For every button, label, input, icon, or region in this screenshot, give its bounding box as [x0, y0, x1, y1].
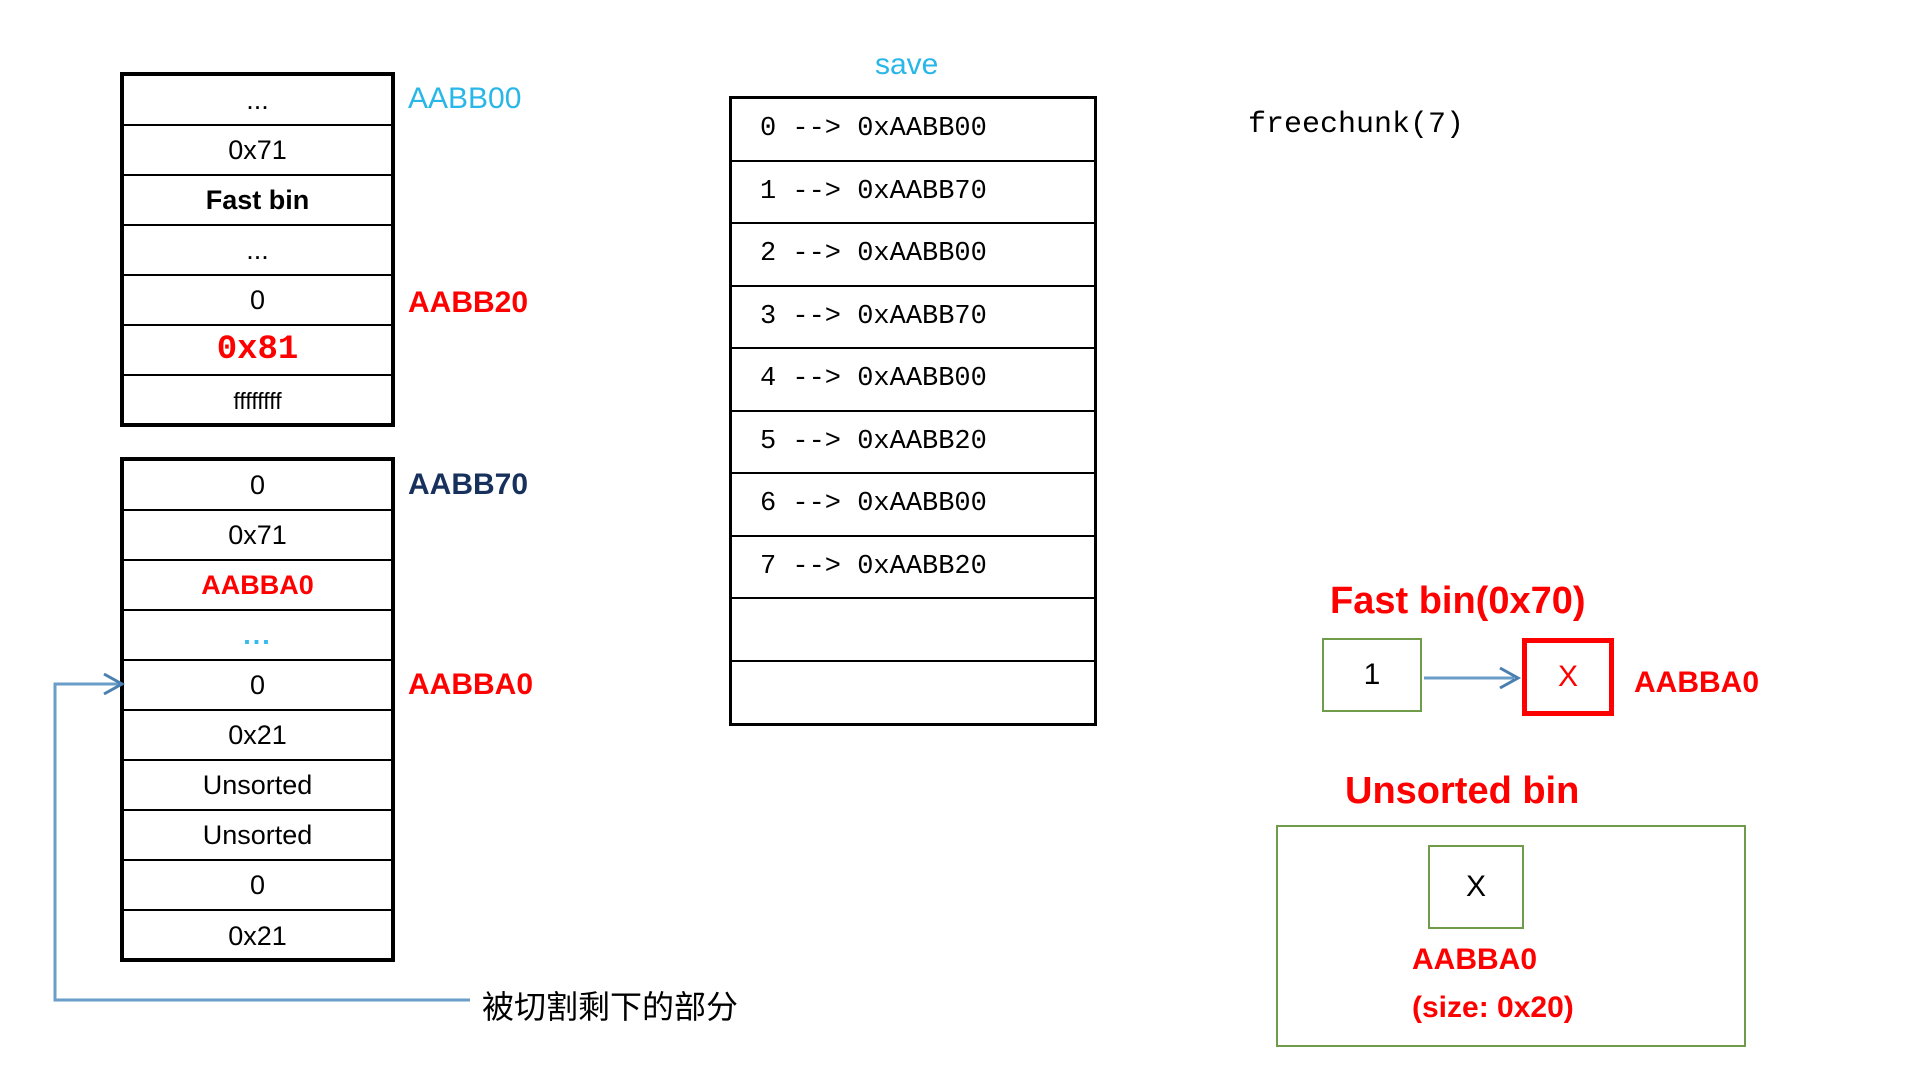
memory-chunk-row: Unsorted	[124, 761, 391, 811]
memory-chunk-row: 0x81	[124, 326, 391, 376]
unsorted-bin-title: Unsorted bin	[1345, 770, 1580, 812]
memory-chunk-row: 0x21	[228, 920, 287, 951]
memory-chunk-row: 0x71	[124, 511, 391, 561]
address-label-aabba0: AABBA0	[408, 668, 534, 701]
memory-chunk-row: 0x21	[124, 711, 391, 761]
fast-bin-chunk-box: X	[1522, 638, 1614, 716]
unsorted-bin-address-label: AABBA0	[1412, 943, 1538, 976]
memory-chunk-row: 0	[124, 861, 391, 911]
save-table-title: save	[875, 48, 939, 81]
save-table-row: 5 --> 0xAABB20	[732, 412, 1094, 474]
save-table-row: 3 --> 0xAABB70	[732, 287, 1094, 349]
memory-chunk-row: AABBA0	[124, 561, 391, 611]
memory-chunk-row: 0x71	[124, 126, 391, 176]
save-table-row: 6 --> 0xAABB00	[732, 474, 1094, 537]
memory-chunk-row: ...	[124, 611, 391, 661]
save-table-row: 7 --> 0xAABB20	[732, 537, 1094, 599]
fast-bin-index-box: 1	[1322, 638, 1422, 712]
freechunk-operation-label: freechunk(7)	[1248, 108, 1465, 142]
fast-bin-title: Fast bin(0x70)	[1330, 580, 1586, 622]
save-table-row: 1 --> 0xAABB70	[732, 162, 1094, 224]
address-label-aabb20: AABB20	[408, 286, 529, 319]
memory-chunk-row: ...	[124, 226, 391, 276]
memory-chunk-row: ffffffff	[233, 387, 282, 414]
memory-chunk-row: 0	[124, 276, 391, 326]
save-table-row	[732, 599, 1094, 662]
split-remainder-caption: 被切割剩下的部分	[482, 988, 739, 1026]
memory-chunk-row: Fast bin	[124, 176, 391, 226]
memory-chunk-row: Unsorted	[124, 811, 391, 861]
memory-chunk-row: 0	[124, 661, 391, 711]
save-table-row: 4 --> 0xAABB00	[732, 349, 1094, 412]
address-label-aabb00: AABB00	[408, 82, 522, 115]
fast-bin-address-label: AABBA0	[1634, 666, 1760, 699]
save-table-row: 2 --> 0xAABB00	[732, 224, 1094, 287]
unsorted-bin-size-label: (size: 0x20)	[1412, 991, 1574, 1024]
save-table-row: 0 --> 0xAABB00	[732, 99, 1094, 162]
address-label-aabb70: AABB70	[408, 468, 529, 501]
memory-chunk-row: 0	[124, 461, 391, 511]
memory-chunk-row: ...	[124, 76, 391, 126]
unsorted-bin-chunk-box: X	[1428, 845, 1524, 929]
save-table-row	[732, 662, 1094, 725]
